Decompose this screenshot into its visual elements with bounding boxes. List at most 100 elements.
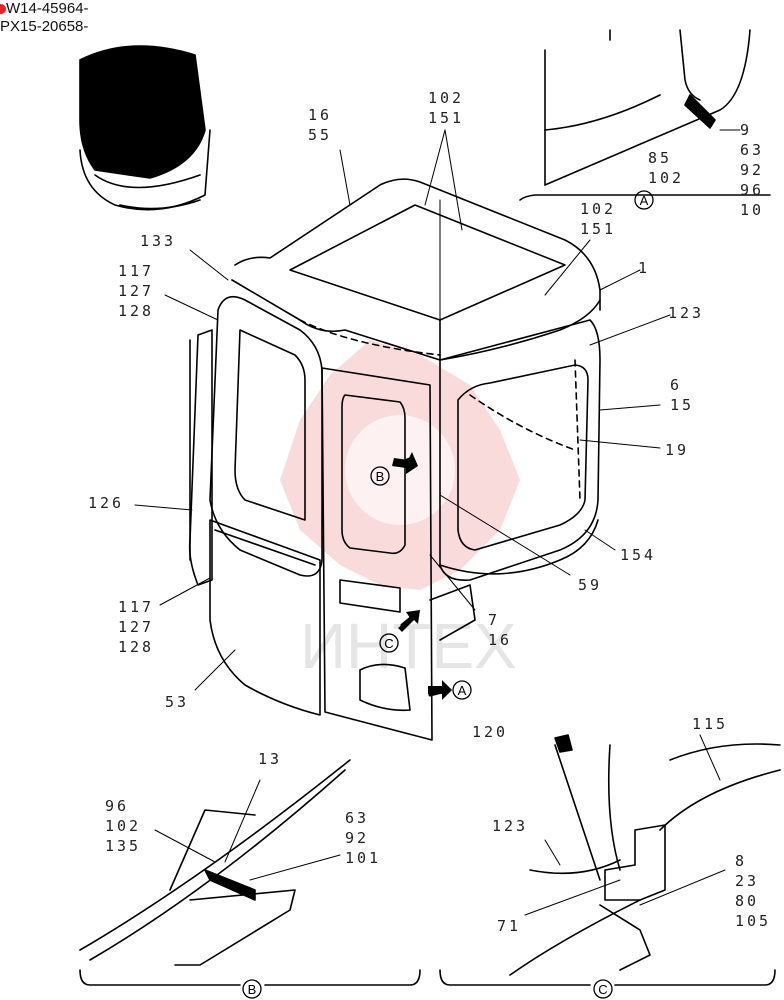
view-marker-b: B bbox=[376, 469, 385, 484]
callout-number: 117 bbox=[118, 598, 154, 616]
callout-number: 102 bbox=[428, 89, 464, 107]
arrow-c-icon bbox=[398, 610, 420, 632]
header-marker-dot bbox=[0, 4, 6, 15]
view-marker-c-bottom: C bbox=[598, 982, 607, 997]
callout-detail-b-right: 63 92 101 bbox=[345, 809, 381, 867]
callout-number: 135 bbox=[105, 837, 141, 855]
callout-number: 128 bbox=[118, 638, 154, 656]
callout-number: 10 bbox=[740, 201, 764, 219]
callout-number: 13 bbox=[258, 750, 282, 768]
callout-detail-a-right: 9 63 92 96 10 bbox=[740, 121, 764, 219]
callout-number: 8 bbox=[735, 852, 747, 870]
callout-number: 63 bbox=[345, 809, 369, 827]
cab-thumbnail bbox=[79, 45, 211, 211]
callout-number: 120 bbox=[472, 723, 508, 741]
callout-number: 102 bbox=[580, 200, 616, 218]
callout-number: 23 bbox=[735, 872, 759, 890]
callout-number: 9 bbox=[740, 121, 752, 139]
view-marker-c-bottom-circle bbox=[593, 979, 613, 999]
callout-number: 15 bbox=[670, 396, 694, 414]
callout-number: 123 bbox=[668, 304, 704, 322]
callout-number: 16 bbox=[488, 631, 512, 649]
callout-number: 123 bbox=[492, 817, 528, 835]
callout-123: 123 bbox=[668, 304, 704, 322]
callout-number: 92 bbox=[345, 829, 369, 847]
view-marker-b-bottom: B bbox=[248, 982, 257, 997]
callout-number: 101 bbox=[345, 849, 381, 867]
callout-number: 127 bbox=[118, 282, 154, 300]
callout-detail-c-123: 123 bbox=[492, 817, 528, 835]
cab-main-body bbox=[188, 178, 601, 741]
callout-number: 55 bbox=[308, 126, 332, 144]
callout-1: 1 bbox=[638, 259, 650, 277]
callout-number: 63 bbox=[740, 141, 764, 159]
callout-number: 128 bbox=[118, 302, 154, 320]
callout-number: 133 bbox=[140, 232, 176, 250]
callout-number: 117 bbox=[118, 262, 154, 280]
callout-154: 154 bbox=[620, 546, 656, 564]
callout-59: 59 bbox=[578, 576, 602, 594]
callout-number: 105 bbox=[735, 912, 771, 930]
callout-number: 127 bbox=[118, 618, 154, 636]
callout-117-127-128-bottom: 117 127 128 bbox=[118, 598, 154, 656]
callout-detail-c-right: 8 23 80 105 bbox=[735, 852, 771, 930]
view-marker-a-top: A bbox=[640, 193, 649, 208]
callout-126: 126 bbox=[88, 494, 124, 512]
callout-detail-c-115: 115 bbox=[692, 715, 728, 733]
callout-number: 16 bbox=[308, 106, 332, 124]
callout-number: 6 bbox=[670, 376, 682, 394]
callout-117-127-128-top: 117 127 128 bbox=[118, 262, 154, 320]
callout-number: 126 bbox=[88, 494, 124, 512]
callout-detail-b-left: 96 102 135 bbox=[105, 797, 141, 855]
view-marker-b-circle bbox=[370, 466, 390, 486]
callout-number: 151 bbox=[580, 220, 616, 238]
callout-number: 92 bbox=[740, 161, 764, 179]
view-marker-a-top-circle bbox=[634, 190, 654, 210]
watermark-logo: ИНТЕХ bbox=[280, 340, 520, 682]
callout-number: 96 bbox=[105, 797, 129, 815]
callout-detail-c-71: 71 bbox=[497, 917, 521, 935]
callout-53: 53 bbox=[165, 693, 189, 711]
detail-a-view bbox=[519, 29, 771, 201]
serial-range-line-1: W14-45964- bbox=[0, 0, 89, 17]
callout-19: 19 bbox=[665, 441, 689, 459]
callout-number: 1 bbox=[638, 259, 650, 277]
callout-133: 133 bbox=[140, 232, 176, 250]
callout-number: 53 bbox=[165, 693, 189, 711]
callout-number: 96 bbox=[740, 181, 764, 199]
callout-number: 71 bbox=[497, 917, 521, 935]
callout-number: 19 bbox=[665, 441, 689, 459]
arrow-a-icon bbox=[428, 680, 452, 700]
callout-number: 7 bbox=[488, 611, 500, 629]
callout-detail-c-120: 120 bbox=[472, 723, 508, 741]
callout-number: 80 bbox=[735, 892, 759, 910]
view-marker-c: C bbox=[384, 636, 393, 651]
serial-range-text-1: W14-45964- bbox=[6, 0, 89, 17]
callout-number: 85 bbox=[648, 149, 672, 167]
callout-detail-b-13: 13 bbox=[258, 750, 282, 768]
callout-number: 102 bbox=[648, 169, 684, 187]
callout-number: 154 bbox=[620, 546, 656, 564]
view-marker-b-bottom-circle bbox=[242, 979, 262, 999]
detail-c-view bbox=[439, 734, 781, 986]
view-marker-c-circle bbox=[379, 633, 399, 653]
view-marker-a-circle bbox=[452, 680, 472, 700]
callout-number: 115 bbox=[692, 715, 728, 733]
serial-range-line-2: PX15-20658- bbox=[0, 18, 89, 35]
callout-number: 59 bbox=[578, 576, 602, 594]
callout-number: 151 bbox=[428, 109, 464, 127]
detail-b-view bbox=[79, 759, 421, 986]
view-marker-a: A bbox=[458, 683, 467, 698]
callout-number: 102 bbox=[105, 817, 141, 835]
leader-lines bbox=[134, 129, 671, 691]
arrow-b-icon bbox=[392, 452, 418, 474]
